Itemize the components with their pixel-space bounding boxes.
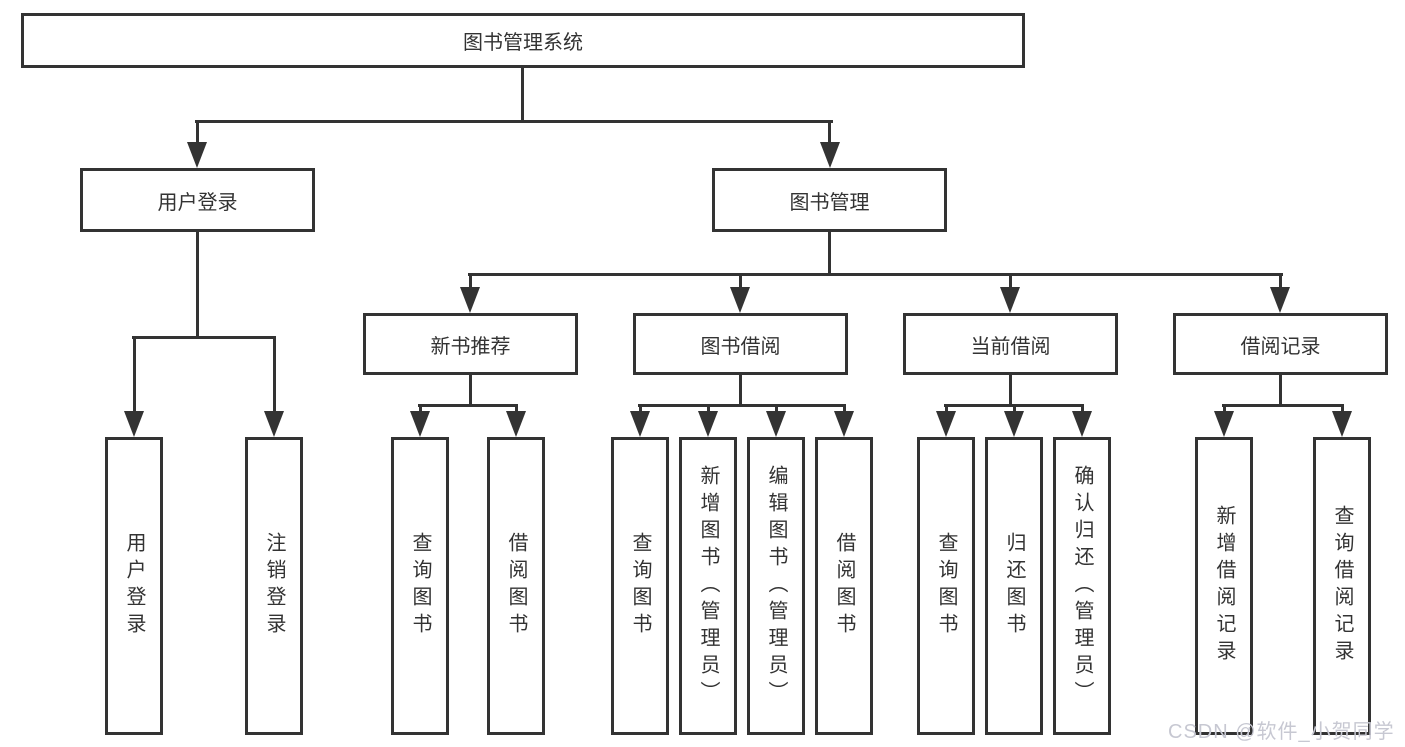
node-user-login-label: 用户登录 bbox=[157, 191, 238, 214]
arrow-down-icon bbox=[936, 411, 956, 437]
connector-line bbox=[196, 120, 199, 144]
connector-line bbox=[521, 68, 524, 120]
connector-line bbox=[469, 375, 472, 407]
node-book-management-label: 图书管理 bbox=[789, 191, 870, 214]
leaf-query-books-recommend-label: 查询图书 bbox=[409, 532, 431, 640]
leaf-edit-books-admin: 编辑图书（管理员） bbox=[747, 437, 805, 735]
leaf-return-books-label: 归还图书 bbox=[1003, 532, 1025, 640]
node-book-borrow-label: 图书借阅 bbox=[700, 335, 781, 358]
arrow-down-icon bbox=[1072, 411, 1092, 437]
connector-line bbox=[273, 336, 276, 414]
arrow-down-icon bbox=[1270, 287, 1290, 313]
arrow-down-icon bbox=[506, 411, 526, 437]
leaf-query-books-borrow-label: 查询图书 bbox=[629, 532, 651, 640]
leaf-borrow-books: 借阅图书 bbox=[815, 437, 873, 735]
leaf-add-books-admin: 新增图书（管理员） bbox=[679, 437, 737, 735]
arrow-down-icon bbox=[1214, 411, 1234, 437]
node-book-borrow: 图书借阅 bbox=[633, 313, 848, 375]
arrow-down-icon bbox=[460, 287, 480, 313]
leaf-query-books-borrow: 查询图书 bbox=[611, 437, 669, 735]
connector-line bbox=[945, 404, 948, 414]
connector-line bbox=[469, 273, 472, 289]
connector-line bbox=[1009, 375, 1012, 407]
watermark: CSDN @软件_小贺同学 bbox=[1168, 721, 1395, 743]
node-borrow-records-label: 借阅记录 bbox=[1240, 335, 1321, 358]
connector-line bbox=[775, 404, 778, 414]
arrow-down-icon bbox=[264, 411, 284, 437]
connector-line bbox=[1279, 375, 1282, 407]
connector-line bbox=[1081, 404, 1084, 414]
leaf-logout: 注销登录 bbox=[245, 437, 303, 735]
connector-line bbox=[1279, 273, 1282, 289]
node-current-borrow: 当前借阅 bbox=[903, 313, 1118, 375]
arrow-down-icon bbox=[1004, 411, 1024, 437]
connector-line bbox=[418, 404, 518, 407]
arrow-down-icon bbox=[820, 142, 840, 168]
leaf-borrow-books-recommend: 借阅图书 bbox=[487, 437, 545, 735]
arrow-down-icon bbox=[766, 411, 786, 437]
node-root-label: 图书管理系统 bbox=[463, 32, 583, 54]
connector-line bbox=[739, 375, 742, 407]
node-user-login: 用户登录 bbox=[80, 168, 315, 232]
leaf-query-borrow-record-label: 查询借阅记录 bbox=[1331, 505, 1353, 667]
connector-line bbox=[195, 120, 833, 123]
connector-line bbox=[1222, 404, 1344, 407]
arrow-down-icon bbox=[410, 411, 430, 437]
connector-line bbox=[1341, 404, 1344, 414]
leaf-user-login: 用户登录 bbox=[105, 437, 163, 735]
node-book-management: 图书管理 bbox=[712, 168, 947, 232]
leaf-query-borrow-record: 查询借阅记录 bbox=[1313, 437, 1371, 735]
node-new-book-recommend: 新书推荐 bbox=[363, 313, 578, 375]
leaf-query-books-current-label: 查询图书 bbox=[935, 532, 957, 640]
connector-line bbox=[828, 120, 831, 144]
leaf-confirm-return-admin-label: 确认归还（管理员） bbox=[1071, 464, 1093, 708]
leaf-query-books-recommend: 查询图书 bbox=[391, 437, 449, 735]
leaf-query-books-current: 查询图书 bbox=[917, 437, 975, 735]
connector-line bbox=[1013, 404, 1016, 414]
node-borrow-records: 借阅记录 bbox=[1173, 313, 1388, 375]
node-root: 图书管理系统 bbox=[21, 13, 1025, 68]
leaf-logout-label: 注销登录 bbox=[263, 532, 285, 640]
arrow-down-icon bbox=[630, 411, 650, 437]
arrow-down-icon bbox=[124, 411, 144, 437]
connector-line bbox=[1009, 273, 1012, 289]
leaf-borrow-books-recommend-label: 借阅图书 bbox=[505, 532, 527, 640]
leaf-edit-books-admin-label: 编辑图书（管理员） bbox=[765, 464, 787, 708]
connector-line bbox=[419, 404, 422, 414]
connector-line bbox=[1223, 404, 1226, 414]
arrow-down-icon bbox=[834, 411, 854, 437]
arrow-down-icon bbox=[730, 287, 750, 313]
connector-line bbox=[515, 404, 518, 414]
connector-line bbox=[133, 336, 136, 414]
leaf-add-borrow-record: 新增借阅记录 bbox=[1195, 437, 1253, 735]
connector-line bbox=[843, 404, 846, 414]
leaf-borrow-books-label: 借阅图书 bbox=[833, 532, 855, 640]
leaf-user-login-label: 用户登录 bbox=[123, 532, 145, 640]
connector-line bbox=[638, 404, 846, 407]
connector-line bbox=[707, 404, 710, 414]
node-new-book-recommend-label: 新书推荐 bbox=[430, 335, 511, 358]
arrow-down-icon bbox=[698, 411, 718, 437]
connector-line bbox=[828, 232, 831, 276]
leaf-return-books: 归还图书 bbox=[985, 437, 1043, 735]
node-current-borrow-label: 当前借阅 bbox=[970, 335, 1051, 358]
connector-line bbox=[639, 404, 642, 414]
arrow-down-icon bbox=[1000, 287, 1020, 313]
connector-line bbox=[468, 273, 1283, 276]
arrow-down-icon bbox=[187, 142, 207, 168]
leaf-add-borrow-record-label: 新增借阅记录 bbox=[1213, 505, 1235, 667]
connector-line bbox=[739, 273, 742, 289]
arrow-down-icon bbox=[1332, 411, 1352, 437]
leaf-add-books-admin-label: 新增图书（管理员） bbox=[697, 464, 719, 708]
connector-line bbox=[196, 232, 199, 339]
connector-line bbox=[132, 336, 276, 339]
leaf-confirm-return-admin: 确认归还（管理员） bbox=[1053, 437, 1111, 735]
